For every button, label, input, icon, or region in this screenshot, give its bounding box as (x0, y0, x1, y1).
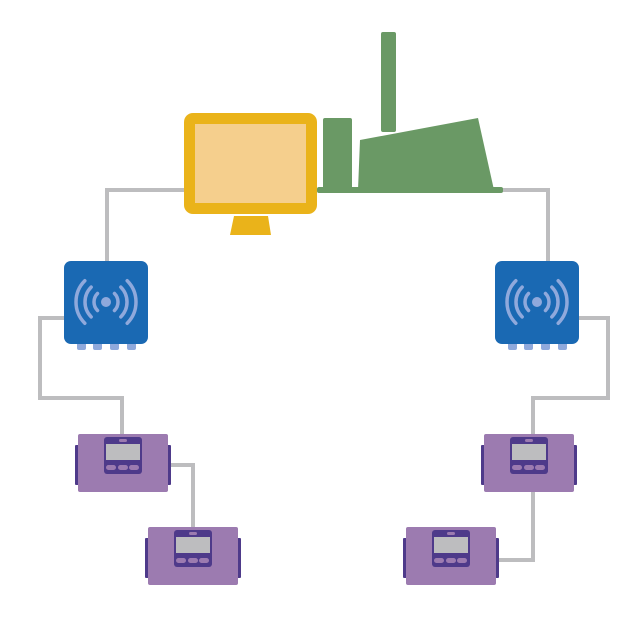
link-meter-3-meter-4 (496, 492, 535, 562)
meter-3 (481, 434, 577, 492)
wireless-gateway-right (495, 261, 579, 350)
link-meter-1-meter-2 (168, 463, 195, 528)
factory-icon (317, 32, 503, 193)
link-monitor-gateway-left (105, 188, 186, 262)
meter-1 (75, 434, 171, 492)
monitor-icon (184, 113, 317, 235)
link-factory-gateway-right (500, 188, 550, 262)
meter-4 (403, 527, 499, 585)
meter-2 (145, 527, 241, 585)
link-gateway-right-meter-3 (531, 316, 610, 436)
link-gateway-left-meter-1 (38, 316, 124, 436)
wireless-gateway-left (64, 261, 148, 350)
